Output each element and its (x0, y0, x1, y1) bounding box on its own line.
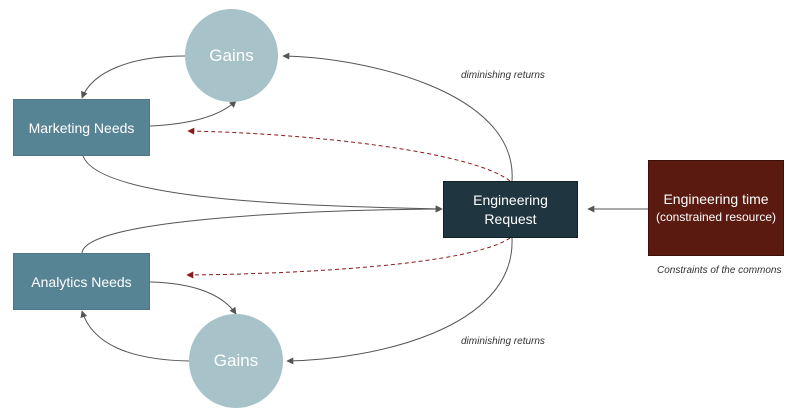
top-diminishing-returns-note: diminishing returns (461, 70, 545, 81)
analytics-needs-label: Analytics Needs (31, 273, 132, 290)
connector-request-to-gains-bottom (286, 237, 513, 365)
engineering-time-node: Engineering time (constrained resource) (648, 160, 784, 256)
connector-marketing-to-gains-top (149, 100, 237, 127)
gains-bottom-label: Gains (213, 351, 259, 370)
engineering-request-line2: Request (484, 210, 537, 227)
marketing-needs-label: Marketing Needs (28, 119, 135, 136)
connector-gains-top-to-marketing (81, 55, 186, 99)
gains-top-node: Gains (185, 9, 278, 102)
connector-marketing-to-request (82, 155, 443, 213)
bottom-diminishing-returns-note: diminishing returns (461, 336, 545, 347)
engineering-time-line1: Engineering time (663, 191, 769, 207)
analytics-needs-node: Analytics Needs (13, 253, 150, 310)
connector-analytics-to-request (81, 205, 443, 254)
dashed-connector-request-to-marketing (187, 127, 511, 182)
engineering-time-line2: (constrained resource) (655, 210, 777, 224)
engineering-request-node: Engineering Request (443, 181, 578, 238)
connector-analytics-to-gains-bottom (149, 281, 237, 315)
gains-bottom-node: Gains (189, 314, 283, 408)
dashed-connector-request-to-analytics (186, 237, 511, 279)
engineering-request-line1: Engineering (473, 191, 548, 208)
connector-gains-bottom-to-analytics (80, 310, 190, 362)
constraints-note: Constraints of the commons (657, 265, 782, 276)
connector-request-to-gains-top (282, 52, 513, 182)
gains-top-label: Gains (209, 45, 254, 65)
marketing-needs-node: Marketing Needs (13, 99, 150, 156)
